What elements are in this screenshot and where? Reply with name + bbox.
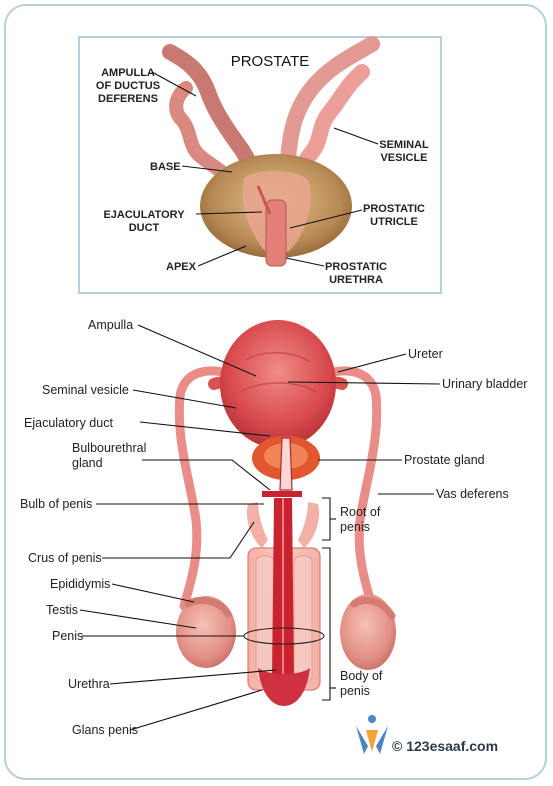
prostate-illustration [162,36,380,267]
inset-label-prostatic-utricle-line2: UTRICLE [370,216,418,228]
label-urethra: Urethra [68,677,110,691]
label-penis: Penis [52,629,83,643]
label-root-of-penis-line1: Root of [340,505,381,519]
inset-label-apex: APEX [166,245,247,273]
left-vas-deferens [174,366,241,611]
inset-label-ampulla-line1: AMPULLA [101,67,155,79]
label-prostate-gland: Prostate gland [404,453,485,467]
label-testis: Testis [46,603,78,617]
ejaculatory-duct-shape [256,185,272,215]
left-epididymis-shape [184,596,232,618]
inset-label-prostatic-urethra-line1: PROSTATIC [325,261,387,273]
label-body-of-penis-line2: penis [340,684,370,698]
label-body-of-penis-line1: Body of [340,669,383,683]
label-seminal-vesicle: Seminal vesicle [42,383,129,397]
right-crus-of-penis [298,502,320,548]
inset-label-seminal-vesicle-line2: VESICLE [380,152,427,164]
prostatic-urethra-shape [265,199,287,267]
label-urinary-bladder: Urinary bladder [442,377,527,391]
inset-label-apex-text: APEX [166,261,197,273]
brand-text: © 123esaaf.com [392,738,498,754]
inset-label-seminal-vesicle-line1: SEMINAL [379,139,429,151]
reproductive-system-illustration [174,320,396,706]
label-epididymis: Epididymis [50,577,110,591]
inset-title: PROSTATE [231,53,310,70]
inset-label-ampulla-line2: OF DUCTUS [96,80,160,92]
label-bulbourethral-line1: Bulbourethral [72,441,146,455]
inset-label-ejaculatory-duct: EJACULATORY DUCT [103,209,263,234]
label-bulbourethral-line2: gland [72,456,103,470]
inset-label-ampulla-line3: DEFERENS [98,93,158,105]
label-ampulla: Ampulla [88,318,133,332]
label-ureter: Ureter [408,347,443,361]
label-crus-of-penis: Crus of penis [28,551,102,565]
inset-label-base: BASE [150,161,233,173]
inset-label-base-text: BASE [150,161,181,173]
label-bulb-of-penis: Bulb of penis [20,497,92,511]
left-seminal-vesicle-coil [169,81,239,189]
glans-penis-shape [258,668,310,706]
inset-label-prostatic-utricle: PROSTATIC UTRICLE [289,203,425,229]
bladder-folds [239,352,317,393]
left-crus-of-penis [246,502,268,548]
inset-label-prostatic-urethra-line2: URETHRA [329,274,383,286]
label-vas-deferens: Vas deferens [436,487,509,501]
urinary-bladder-shape [220,320,336,448]
inset-label-prostatic-urethra: PROSTATIC URETHRA [285,257,387,286]
brand-logo-icon [356,715,388,754]
main-leader-lines [79,324,441,731]
right-testis-shape [340,594,396,670]
label-root-of-penis-line2: penis [340,520,370,534]
inset-label-ampulla: AMPULLA OF DUCTUS DEFERENS [96,67,197,105]
label-ejaculatory-duct: Ejaculatory duct [24,416,113,430]
right-vas-deferens [315,366,382,611]
right-epididymis-shape [350,597,396,620]
corpora-cavernosa-left [255,555,275,683]
bulbourethral-gland-shape [262,491,302,497]
label-glans-penis: Glans penis [72,723,138,737]
prostatic-urethra-main [279,437,293,491]
inset-label-prostatic-utricle-line1: PROSTATIC [363,203,425,215]
left-testis-shape [176,596,236,668]
corpora-cavernosa-right [293,555,313,683]
inset-label-seminal-vesicle: SEMINAL VESICLE [333,127,429,164]
inset-label-ejaculatory-duct-line2: DUCT [129,222,160,234]
inset-label-ejaculatory-duct-line1: EJACULATORY [103,209,185,221]
